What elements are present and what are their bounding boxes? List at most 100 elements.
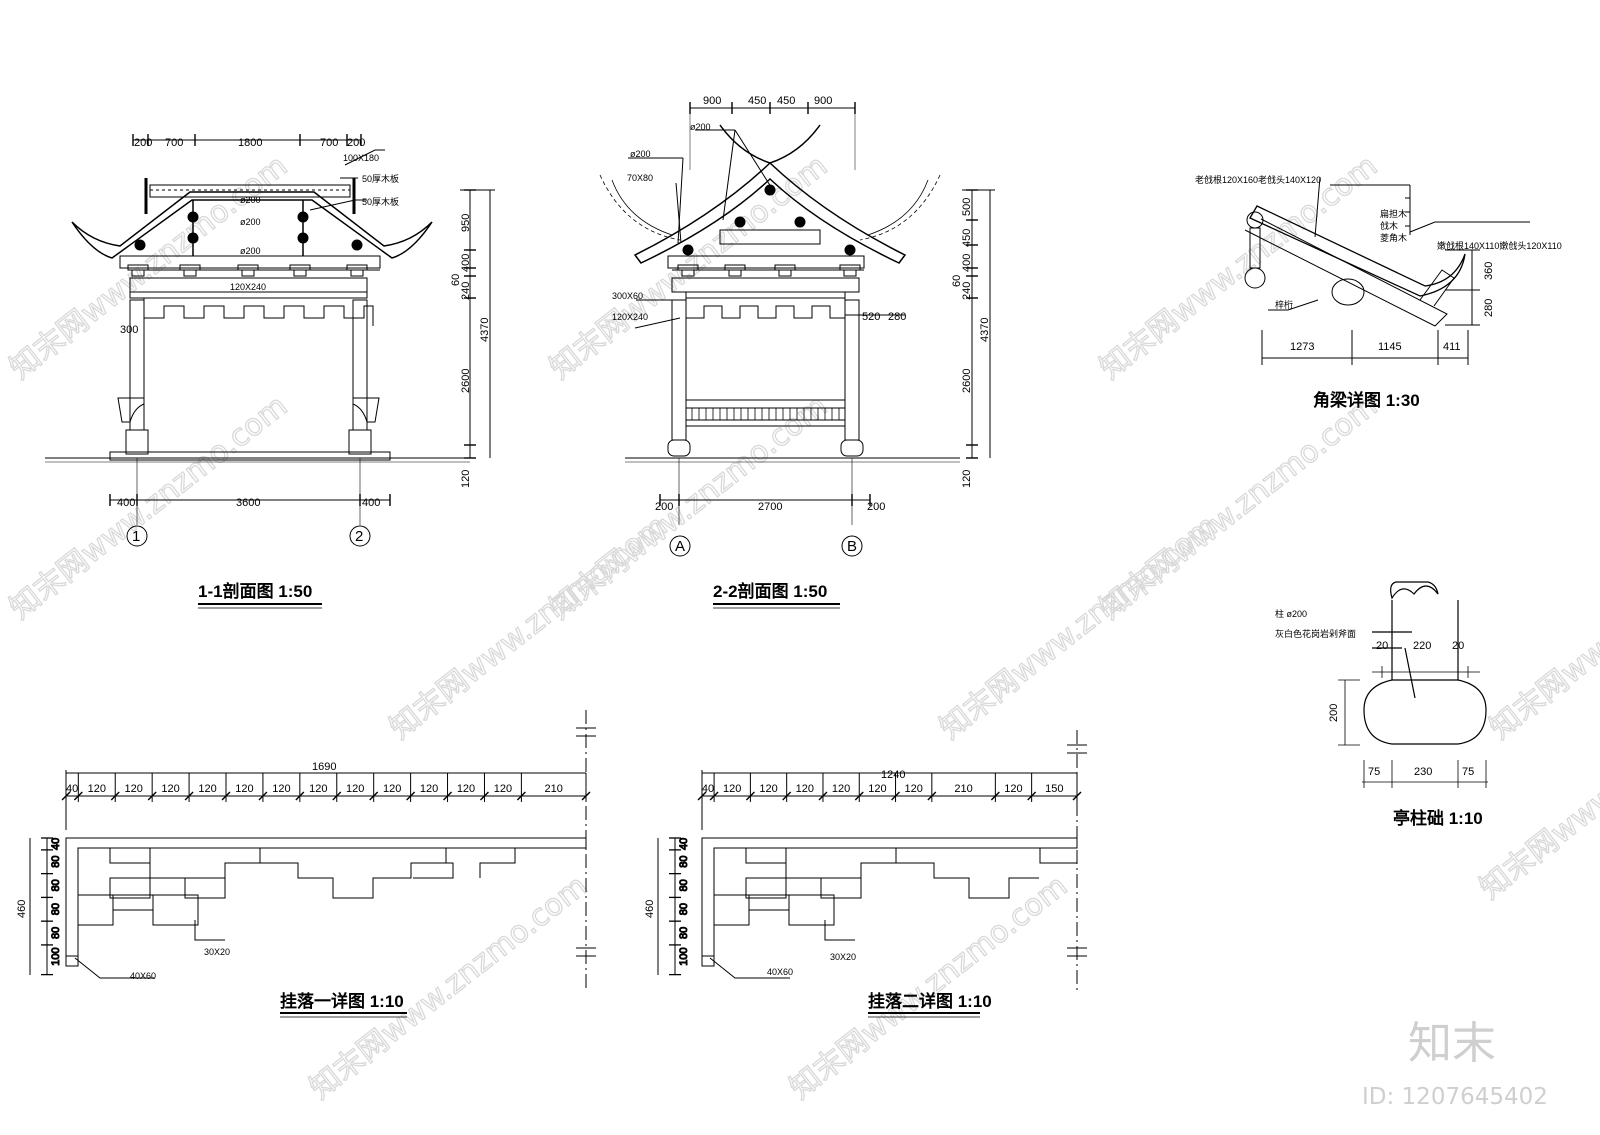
dim-cbase-top-1: 220: [1413, 640, 1431, 652]
dim-2-top-2: 450: [777, 95, 795, 107]
watermark-text: 知末网www.znzmo.com: [1483, 508, 1600, 746]
column-base-drawing: [1338, 581, 1488, 788]
fret2-label-30x20: 30X20: [830, 952, 856, 962]
label-cbase-column: 柱 ø200: [1275, 608, 1307, 619]
axis-2: 2: [355, 528, 363, 545]
watermark-text: 知末网www.znzmo.com: [3, 148, 294, 386]
fret-dim: 210: [545, 783, 563, 795]
fret1-total: 1690: [312, 761, 336, 773]
dim-2-bot-0: 200: [655, 501, 673, 513]
hanging-fret-2-drawing: 40 80 80 80 80 100: [657, 730, 1087, 990]
dim-2-right-6: 4370: [979, 318, 991, 342]
dim-1-top-1: 700: [165, 137, 183, 149]
fret-dim: 150: [1045, 783, 1063, 795]
dim-1-right-6: 120: [460, 470, 472, 488]
label-cb-purlin: 梓桁: [1275, 299, 1293, 310]
section-2-2-title: 2-2剖面图 1:50: [713, 581, 827, 601]
fret-left-dim: 80: [50, 903, 62, 915]
dim-cb-bot-0: 1273: [1290, 341, 1314, 353]
fret-dim: 120: [235, 783, 253, 795]
fret-left-dim: 100: [678, 947, 690, 965]
label-1-board-b: 50厚木板: [362, 196, 399, 207]
label-1-board-a: 50厚木板: [362, 173, 399, 184]
fret-dim: 120: [309, 783, 327, 795]
dim-1-bot-0: 400: [117, 497, 135, 509]
fret-dim: 40: [702, 783, 714, 795]
dim-1-bot-2: 400: [362, 497, 380, 509]
column-base-title: 亭柱础 1:10: [1393, 808, 1483, 828]
fret-left-dim: 80: [678, 856, 690, 868]
label-2-520: 520: [862, 311, 880, 323]
section-1-1-drawing: [45, 134, 495, 547]
fret-dim: 120: [88, 783, 106, 795]
fret1-label-40x60: 40X60: [130, 971, 156, 981]
fret1-label-30x20: 30X20: [204, 947, 230, 957]
dim-2-right-0: 500: [961, 198, 973, 216]
fret-dim: 120: [383, 783, 401, 795]
fret-left-dim: 80: [678, 903, 690, 915]
dim-2-bot-1: 2700: [758, 501, 782, 513]
watermark-text: 知末网www.znzmo.com: [783, 868, 1074, 1106]
dim-2-right-2: 400: [961, 254, 973, 272]
dim-1-top-0: 200: [134, 137, 152, 149]
column-base-labels: 柱 ø200 灰白色花岗岩剁斧面 20 220 20 200 75 230 75…: [1275, 608, 1483, 828]
label-2-70x80: 70X80: [627, 173, 653, 183]
axis-a: A: [675, 538, 685, 555]
dim-2-right-7: 120: [961, 470, 973, 488]
fret-dim: 120: [272, 783, 290, 795]
dim-2-bot-2: 200: [867, 501, 885, 513]
label-cb-old: 老戗根120X160老戗头140X120: [1195, 174, 1321, 185]
dim-2-top-0: 900: [703, 95, 721, 107]
label-1-dia-a: ø200: [240, 195, 261, 205]
label-cb-carry: 扁担木: [1380, 208, 1407, 219]
fret-dim: 40: [66, 783, 78, 795]
fret1-height: 460: [16, 900, 28, 918]
fret2-height: 460: [644, 900, 656, 918]
fret-dim: 120: [832, 783, 850, 795]
axis-1: 1: [132, 528, 140, 545]
label-1-dia-c: ø200: [240, 246, 261, 256]
dim-1-top-2: 1800: [238, 137, 262, 149]
dim-1-right-5: 4370: [479, 318, 491, 342]
dim-cb-right-1: 280: [1483, 299, 1495, 317]
fret-dim: 120: [1004, 783, 1022, 795]
fret-left-dim: 80: [678, 879, 690, 891]
dim-cb-bot-1: 1145: [1378, 341, 1402, 353]
dim-2-top-1: 450: [748, 95, 766, 107]
dim-1-right-3: 240: [460, 282, 472, 300]
hanging-fret-2-title: 挂落二详图 1:10: [868, 991, 992, 1011]
fret-dim: 120: [868, 783, 886, 795]
label-2-280: 280: [888, 311, 906, 323]
dim-cbase-bot-1: 230: [1414, 766, 1432, 778]
section-2-2-drawing: [599, 102, 995, 557]
hanging-fret-1-title: 挂落一详图 1:10: [280, 991, 404, 1011]
dim-cbase-left: 200: [1328, 704, 1340, 722]
dim-cbase-top-0: 20: [1376, 640, 1388, 652]
dim-cb-right-0: 360: [1483, 262, 1495, 280]
label-cb-young: 嫩戗根140X110嫩戗头120X110: [1437, 240, 1562, 251]
fret-dim: 120: [198, 783, 216, 795]
fret-dim: 120: [796, 783, 814, 795]
dim-2-top-3: 900: [814, 95, 832, 107]
dim-2-right-3: 60: [951, 275, 963, 287]
fret-left-dim: 40: [50, 838, 62, 850]
fret2-total: 1240: [881, 769, 905, 781]
dim-2-right-5: 2600: [961, 369, 973, 393]
label-1-300: 300: [120, 324, 138, 336]
fret-dim: 120: [125, 783, 143, 795]
fret-dim: 210: [954, 783, 972, 795]
dim-1-right-2: 60: [450, 274, 462, 286]
watermark-text: 知末网www.znzmo.com: [383, 508, 674, 746]
brand-logo: 知末: [1408, 1018, 1496, 1069]
fret2-label-40x60: 40X60: [767, 967, 793, 977]
label-1-100x180: 100X180: [343, 153, 379, 163]
label-cbase-granite: 灰白色花岗岩剁斧面: [1275, 628, 1356, 639]
label-cb-ling: 菱角木: [1380, 232, 1407, 243]
section-1-1-title: 1-1剖面图 1:50: [198, 581, 312, 601]
fret-left-dim: 80: [678, 927, 690, 939]
fret-left-dim: 100: [50, 947, 62, 965]
